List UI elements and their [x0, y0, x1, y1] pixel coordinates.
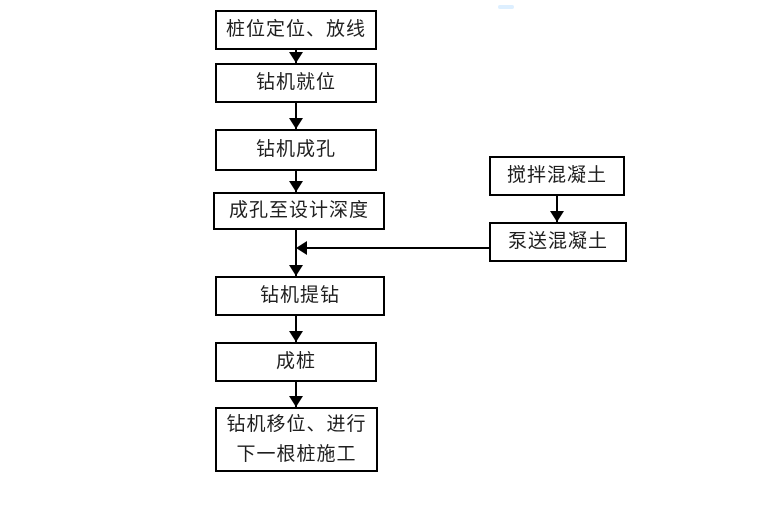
flow-node-move-rig-next-pile: 钻机移位、进行 下一根桩施工 [215, 407, 378, 472]
arrow-down-icon [550, 211, 564, 222]
flow-node-pile-formed: 成桩 [215, 342, 377, 382]
connector-line-6-7 [295, 382, 297, 407]
connector-line-mix-pump [556, 196, 558, 222]
flow-node-rig-lift-drill: 钻机提钻 [215, 276, 385, 316]
connector-line-5-6 [295, 316, 297, 342]
arrow-down-icon [289, 265, 303, 276]
arrow-down-icon [289, 181, 303, 192]
connector-line-2-3 [295, 103, 297, 129]
arrow-down-icon [289, 331, 303, 342]
flow-node-mix-concrete: 搅拌混凝土 [489, 156, 625, 196]
arrow-down-icon [289, 396, 303, 407]
flow-node-pile-positioning: 桩位定位、放线 [215, 10, 377, 50]
flow-node-move-rig-line1: 钻机移位、进行 [226, 414, 367, 436]
scan-artifact [498, 5, 514, 9]
arrow-left-icon [296, 241, 307, 255]
flow-node-rig-drilling: 钻机成孔 [215, 129, 377, 171]
connector-line-pump-merge [302, 247, 489, 249]
flow-node-move-rig-line2: 下一根桩施工 [236, 443, 357, 465]
flow-node-pump-concrete: 泵送混凝土 [489, 222, 627, 262]
flow-node-rig-in-place: 钻机就位 [215, 63, 377, 103]
arrow-down-icon [289, 118, 303, 129]
arrow-down-icon [289, 52, 303, 63]
flow-node-hole-to-design-depth: 成孔至设计深度 [213, 192, 385, 230]
